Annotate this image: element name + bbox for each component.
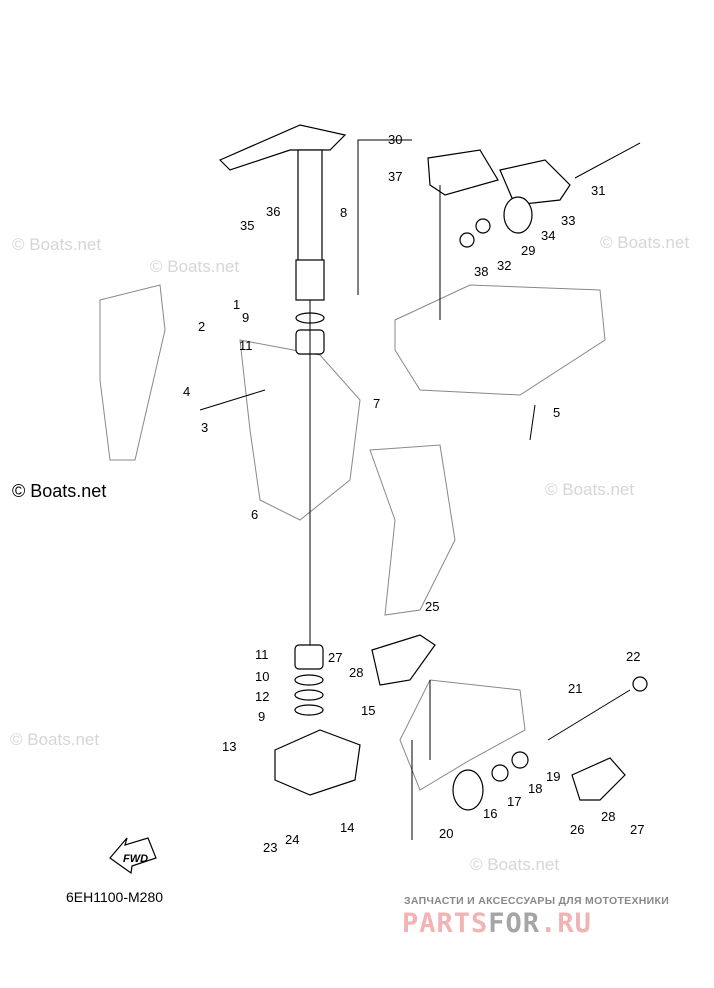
lower-mount-cover [571, 757, 626, 801]
logo-part1: PARTS [402, 908, 489, 939]
part-illustrations: FWD [99, 124, 648, 875]
callout-15: 15 [361, 703, 375, 718]
clamp-bracket [99, 284, 166, 461]
upper-casing [369, 444, 456, 616]
washer [294, 704, 324, 716]
engine-base [394, 284, 606, 396]
callout-labels: 30 37 31 33 34 29 32 38 35 36 8 1 2 9 11… [183, 132, 644, 855]
fwd-label: FWD [123, 853, 148, 865]
callout-27: 27 [328, 650, 342, 665]
leader-line [357, 139, 412, 295]
callout-28: 28 [349, 665, 363, 680]
logo-tagline: ЗАПЧАСТИ И АКСЕССУАРЫ ДЛЯ МОТОТЕХНИКИ [404, 895, 670, 907]
upper-mount-bracket [427, 149, 499, 196]
callout-37: 37 [388, 169, 402, 184]
logo-part2: FOR [488, 908, 541, 939]
callout-4: 4 [183, 384, 190, 399]
diagram-code: 6EH1100-M280 [66, 889, 164, 905]
leader-lines [199, 139, 536, 840]
steering-arm [218, 124, 347, 171]
washer [491, 764, 509, 782]
mount-rubber [503, 196, 533, 234]
lower-mount-bracket [274, 729, 361, 796]
leader-line [529, 404, 536, 441]
callout-19: 19 [546, 769, 560, 784]
watermark: © Boats.net [150, 257, 239, 276]
callout-1: 1 [233, 297, 240, 312]
callout-33: 33 [561, 213, 575, 228]
callout-28: 28 [601, 809, 615, 824]
nut [632, 676, 648, 692]
callout-10: 10 [255, 669, 269, 684]
callout-23: 23 [263, 840, 277, 855]
shaft-spline [295, 259, 325, 301]
callout-22: 22 [626, 649, 640, 664]
callout-2: 2 [198, 319, 205, 334]
callout-11: 11 [239, 338, 253, 353]
callout-29: 29 [521, 243, 535, 258]
mount-plate [499, 159, 571, 206]
callout-30: 30 [388, 132, 402, 147]
washer [294, 689, 324, 701]
callout-32: 32 [497, 258, 511, 273]
callout-16: 16 [483, 806, 497, 821]
watermark: © Boats.net [470, 855, 559, 874]
callout-20: 20 [439, 826, 453, 841]
callout-34: 34 [541, 228, 555, 243]
watermark: © Boats.net [10, 730, 99, 749]
callout-24: 24 [285, 832, 299, 847]
collar [459, 232, 475, 248]
mount-cover [371, 634, 436, 686]
callout-8: 8 [340, 205, 347, 220]
callout-25: 25 [425, 599, 439, 614]
callout-18: 18 [528, 781, 542, 796]
lower-mount-rubber [452, 769, 484, 811]
watermark-dark: © Boats.net [12, 481, 106, 501]
partsfor-logo: PARTSFOR.RU [402, 908, 592, 939]
callout-17: 17 [507, 794, 521, 809]
callout-6: 6 [251, 507, 258, 522]
watermark: © Boats.net [12, 235, 101, 254]
callout-35: 35 [240, 218, 254, 233]
callout-14: 14 [340, 820, 354, 835]
callout-9: 9 [242, 310, 249, 325]
lower-long-bolt [547, 689, 631, 741]
watermark: © Boats.net [545, 480, 634, 499]
watermark: © Boats.net [600, 233, 689, 252]
watermarks: © Boats.net © Boats.net © Boats.net © Bo… [10, 233, 689, 874]
swivel-bracket [239, 339, 361, 521]
fwd-arrow-icon [109, 837, 157, 875]
callout-9: 9 [258, 709, 265, 724]
callout-31: 31 [591, 183, 605, 198]
o-ring [294, 674, 324, 686]
callout-27: 27 [630, 822, 644, 837]
washer [475, 218, 491, 234]
callout-38: 38 [474, 264, 488, 279]
callout-13: 13 [222, 739, 236, 754]
bushing-lower [294, 644, 324, 670]
washer [511, 751, 529, 769]
callout-3: 3 [201, 420, 208, 435]
callout-7: 7 [373, 396, 380, 411]
callout-36: 36 [266, 204, 280, 219]
leader-line [199, 389, 266, 411]
callout-26: 26 [570, 822, 584, 837]
logo-part3: .RU [540, 908, 592, 939]
callout-12: 12 [255, 689, 269, 704]
callout-5: 5 [553, 405, 560, 420]
long-bolt [574, 142, 641, 179]
callout-11: 11 [255, 647, 269, 662]
callout-21: 21 [568, 681, 582, 696]
